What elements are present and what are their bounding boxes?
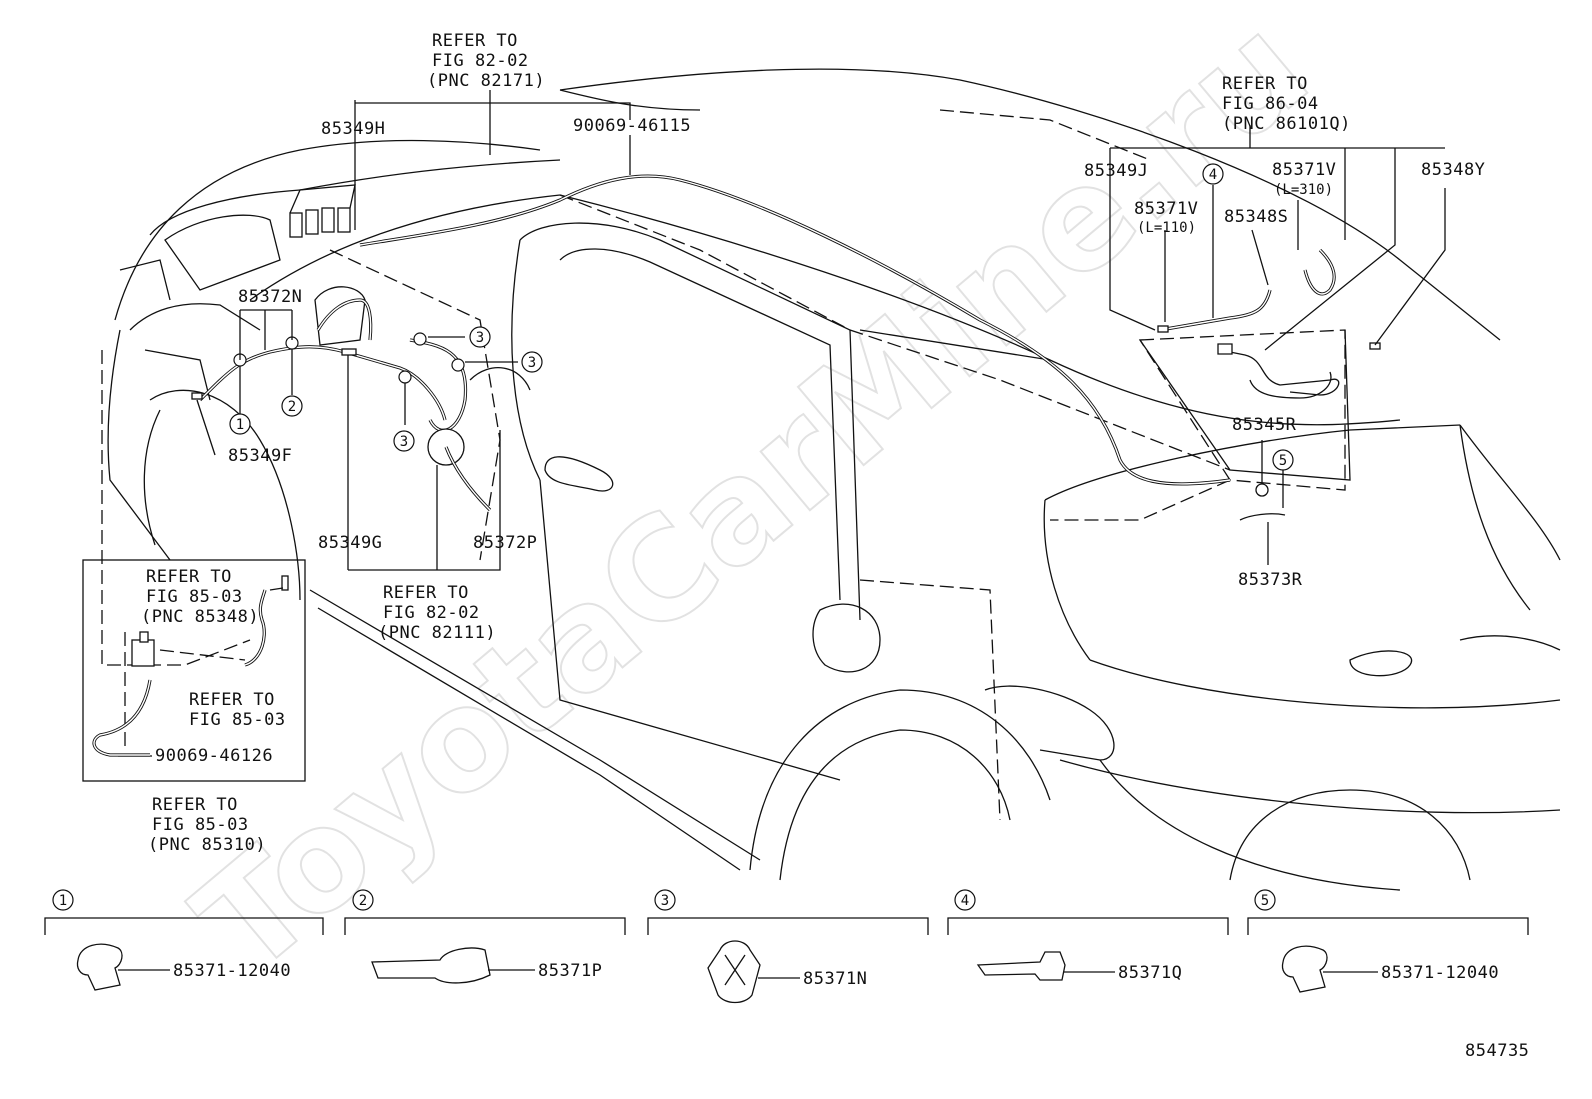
- callout-markers: 1 2 3 3 3 4 5: [229, 163, 1294, 471]
- label-85349H: 85349H: [321, 119, 385, 139]
- svg-text:4: 4: [961, 893, 969, 909]
- svg-text:1: 1: [236, 417, 244, 433]
- label-85372N: 85372N: [238, 287, 302, 307]
- label-85349G: 85349G: [318, 533, 382, 553]
- callout-1: 1: [229, 413, 251, 435]
- ref-bottom-mid-line3: (PNC 82111): [378, 623, 496, 643]
- detail-2-part: 85371P: [538, 961, 602, 981]
- callout-4: 4: [1202, 163, 1224, 185]
- svg-text:3: 3: [528, 355, 536, 371]
- svg-text:3: 3: [476, 330, 484, 346]
- svg-text:4: 4: [1209, 167, 1217, 183]
- detail-1: 1 85371-12040: [44, 889, 324, 991]
- vehicle-outline: [101, 68, 1561, 891]
- label-85348S: 85348S: [1224, 207, 1288, 227]
- label-85345R: 85345R: [1232, 415, 1297, 435]
- label-85371V-a: 85371V: [1134, 199, 1198, 219]
- label-85373R: 85373R: [1238, 570, 1303, 590]
- ref-bottom-mid-line1: REFER TO: [383, 583, 469, 603]
- label-85348Y: 85348Y: [1421, 160, 1485, 180]
- ref-right-line1: REFER TO: [1222, 74, 1308, 94]
- svg-text:5: 5: [1279, 453, 1287, 469]
- ref-right-line2: FIG 86-04: [1222, 94, 1319, 114]
- ref-inset-top-line3: (PNC 85348): [141, 607, 259, 627]
- part-labels: 85349H 90069-46115 85349J 85371V (L=110)…: [228, 116, 1485, 590]
- detail-3: 3 85371N: [647, 889, 929, 1004]
- detail-1-part: 85371-12040: [173, 961, 291, 981]
- label-90069-46115: 90069-46115: [573, 116, 691, 136]
- detail-5: 5 85371-12040: [1247, 889, 1529, 993]
- ref-inset-mid-line2: FIG 85-03: [189, 710, 286, 730]
- ref-bottom-mid-line2: FIG 82-02: [383, 603, 480, 623]
- detail-4: 4 85371Q: [947, 889, 1229, 983]
- ref-inset-bottom-line2: FIG 85-03: [152, 815, 249, 835]
- ref-top-line2: FIG 82-02: [432, 51, 529, 71]
- ref-right-line3: (PNC 86101Q): [1222, 114, 1351, 134]
- ref-inset-top-line2: FIG 85-03: [146, 587, 243, 607]
- label-85349J: 85349J: [1084, 161, 1148, 181]
- callout-5: 5: [1272, 449, 1294, 471]
- ref-inset-bottom-line3: (PNC 85310): [148, 835, 266, 855]
- svg-text:1: 1: [59, 893, 67, 909]
- callout-3b: 3: [521, 351, 543, 373]
- callout-3c: 3: [393, 430, 415, 452]
- diagram-id: 854735: [1465, 1041, 1529, 1061]
- label-85371V-b-length: (L=310): [1274, 182, 1333, 198]
- detail-5-part: 85371-12040: [1381, 963, 1499, 983]
- reference-labels: REFER TO FIG 82-02 (PNC 82171) REFER TO …: [148, 31, 1351, 855]
- svg-text:2: 2: [288, 399, 296, 415]
- detail-3-part: 85371N: [803, 969, 867, 989]
- ref-top-line3: (PNC 82171): [427, 71, 545, 91]
- ref-inset-bottom-line1: REFER TO: [152, 795, 238, 815]
- svg-text:2: 2: [359, 893, 367, 909]
- label-85349F: 85349F: [228, 446, 292, 466]
- detail-4-part: 85371Q: [1118, 963, 1182, 983]
- label-85371V-a-length: (L=110): [1137, 220, 1196, 236]
- washer-hoses: [191, 174, 1381, 521]
- label-90069-46126: 90069-46126: [155, 746, 273, 766]
- inset-box: REFER TO FIG 85-03 (PNC 85348) REFER TO …: [82, 559, 306, 782]
- ref-inset-mid-line1: REFER TO: [189, 690, 275, 710]
- svg-text:3: 3: [661, 893, 669, 909]
- ref-inset-top-line1: REFER TO: [146, 567, 232, 587]
- label-85371V-b: 85371V: [1272, 160, 1336, 180]
- ref-top-line1: REFER TO: [432, 31, 518, 51]
- callout-2: 2: [281, 395, 303, 417]
- svg-text:5: 5: [1261, 893, 1269, 909]
- callout-3a: 3: [469, 326, 491, 348]
- svg-text:3: 3: [400, 434, 408, 450]
- label-85372P: 85372P: [473, 533, 537, 553]
- detail-2: 2 85371P: [344, 889, 626, 984]
- detail-row: 1 85371-12040 2 85371P 3 85371N: [44, 889, 1529, 1004]
